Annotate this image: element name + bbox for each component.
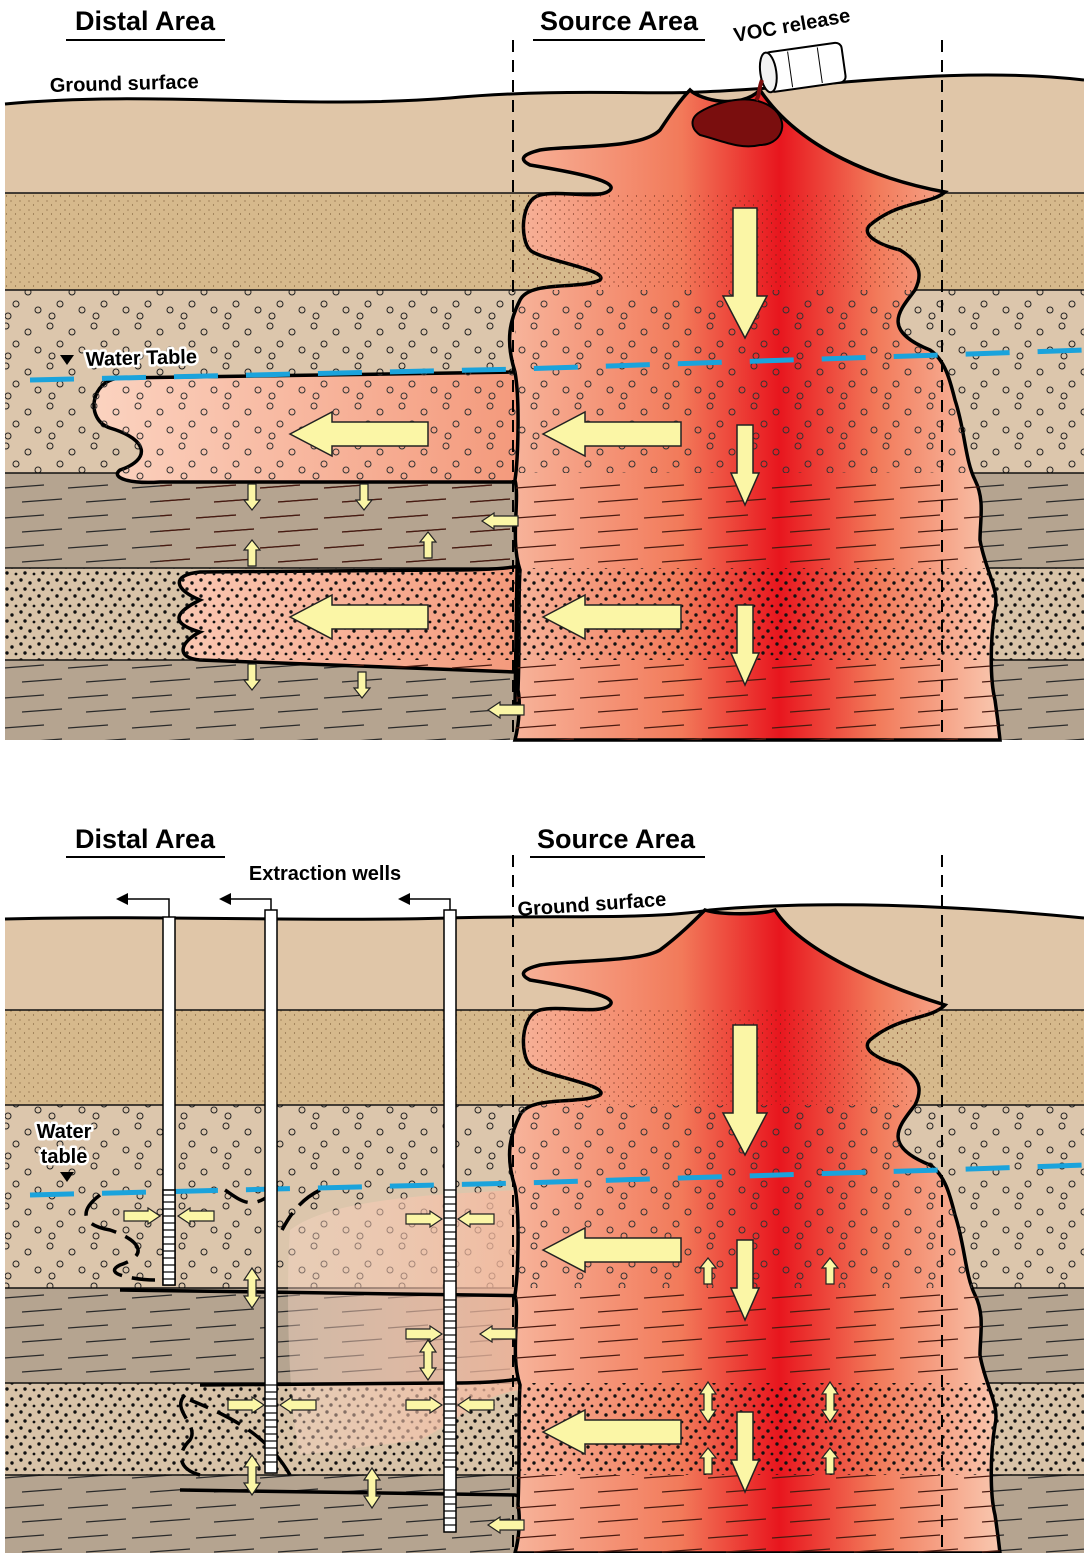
voc-release-label: VOC release bbox=[732, 5, 852, 47]
distal-area-label: Distal Area bbox=[75, 824, 216, 854]
source-area-label: Source Area bbox=[537, 824, 696, 854]
top-panel: Distal Area Source Area Ground surface V… bbox=[5, 5, 1084, 740]
bottom-panel: Distal Area Source Area Extraction wells… bbox=[5, 824, 1084, 1553]
ground-surface-label: Ground surface bbox=[50, 71, 199, 97]
distal-area-label: Distal Area bbox=[75, 6, 216, 36]
water-table-label-line1: Water bbox=[37, 1121, 92, 1143]
water-table-label: Water Table bbox=[86, 346, 198, 371]
water-table-label-line2: table bbox=[41, 1146, 88, 1168]
extraction-wells-label: Extraction wells bbox=[249, 863, 401, 885]
source-area-label: Source Area bbox=[540, 6, 699, 36]
